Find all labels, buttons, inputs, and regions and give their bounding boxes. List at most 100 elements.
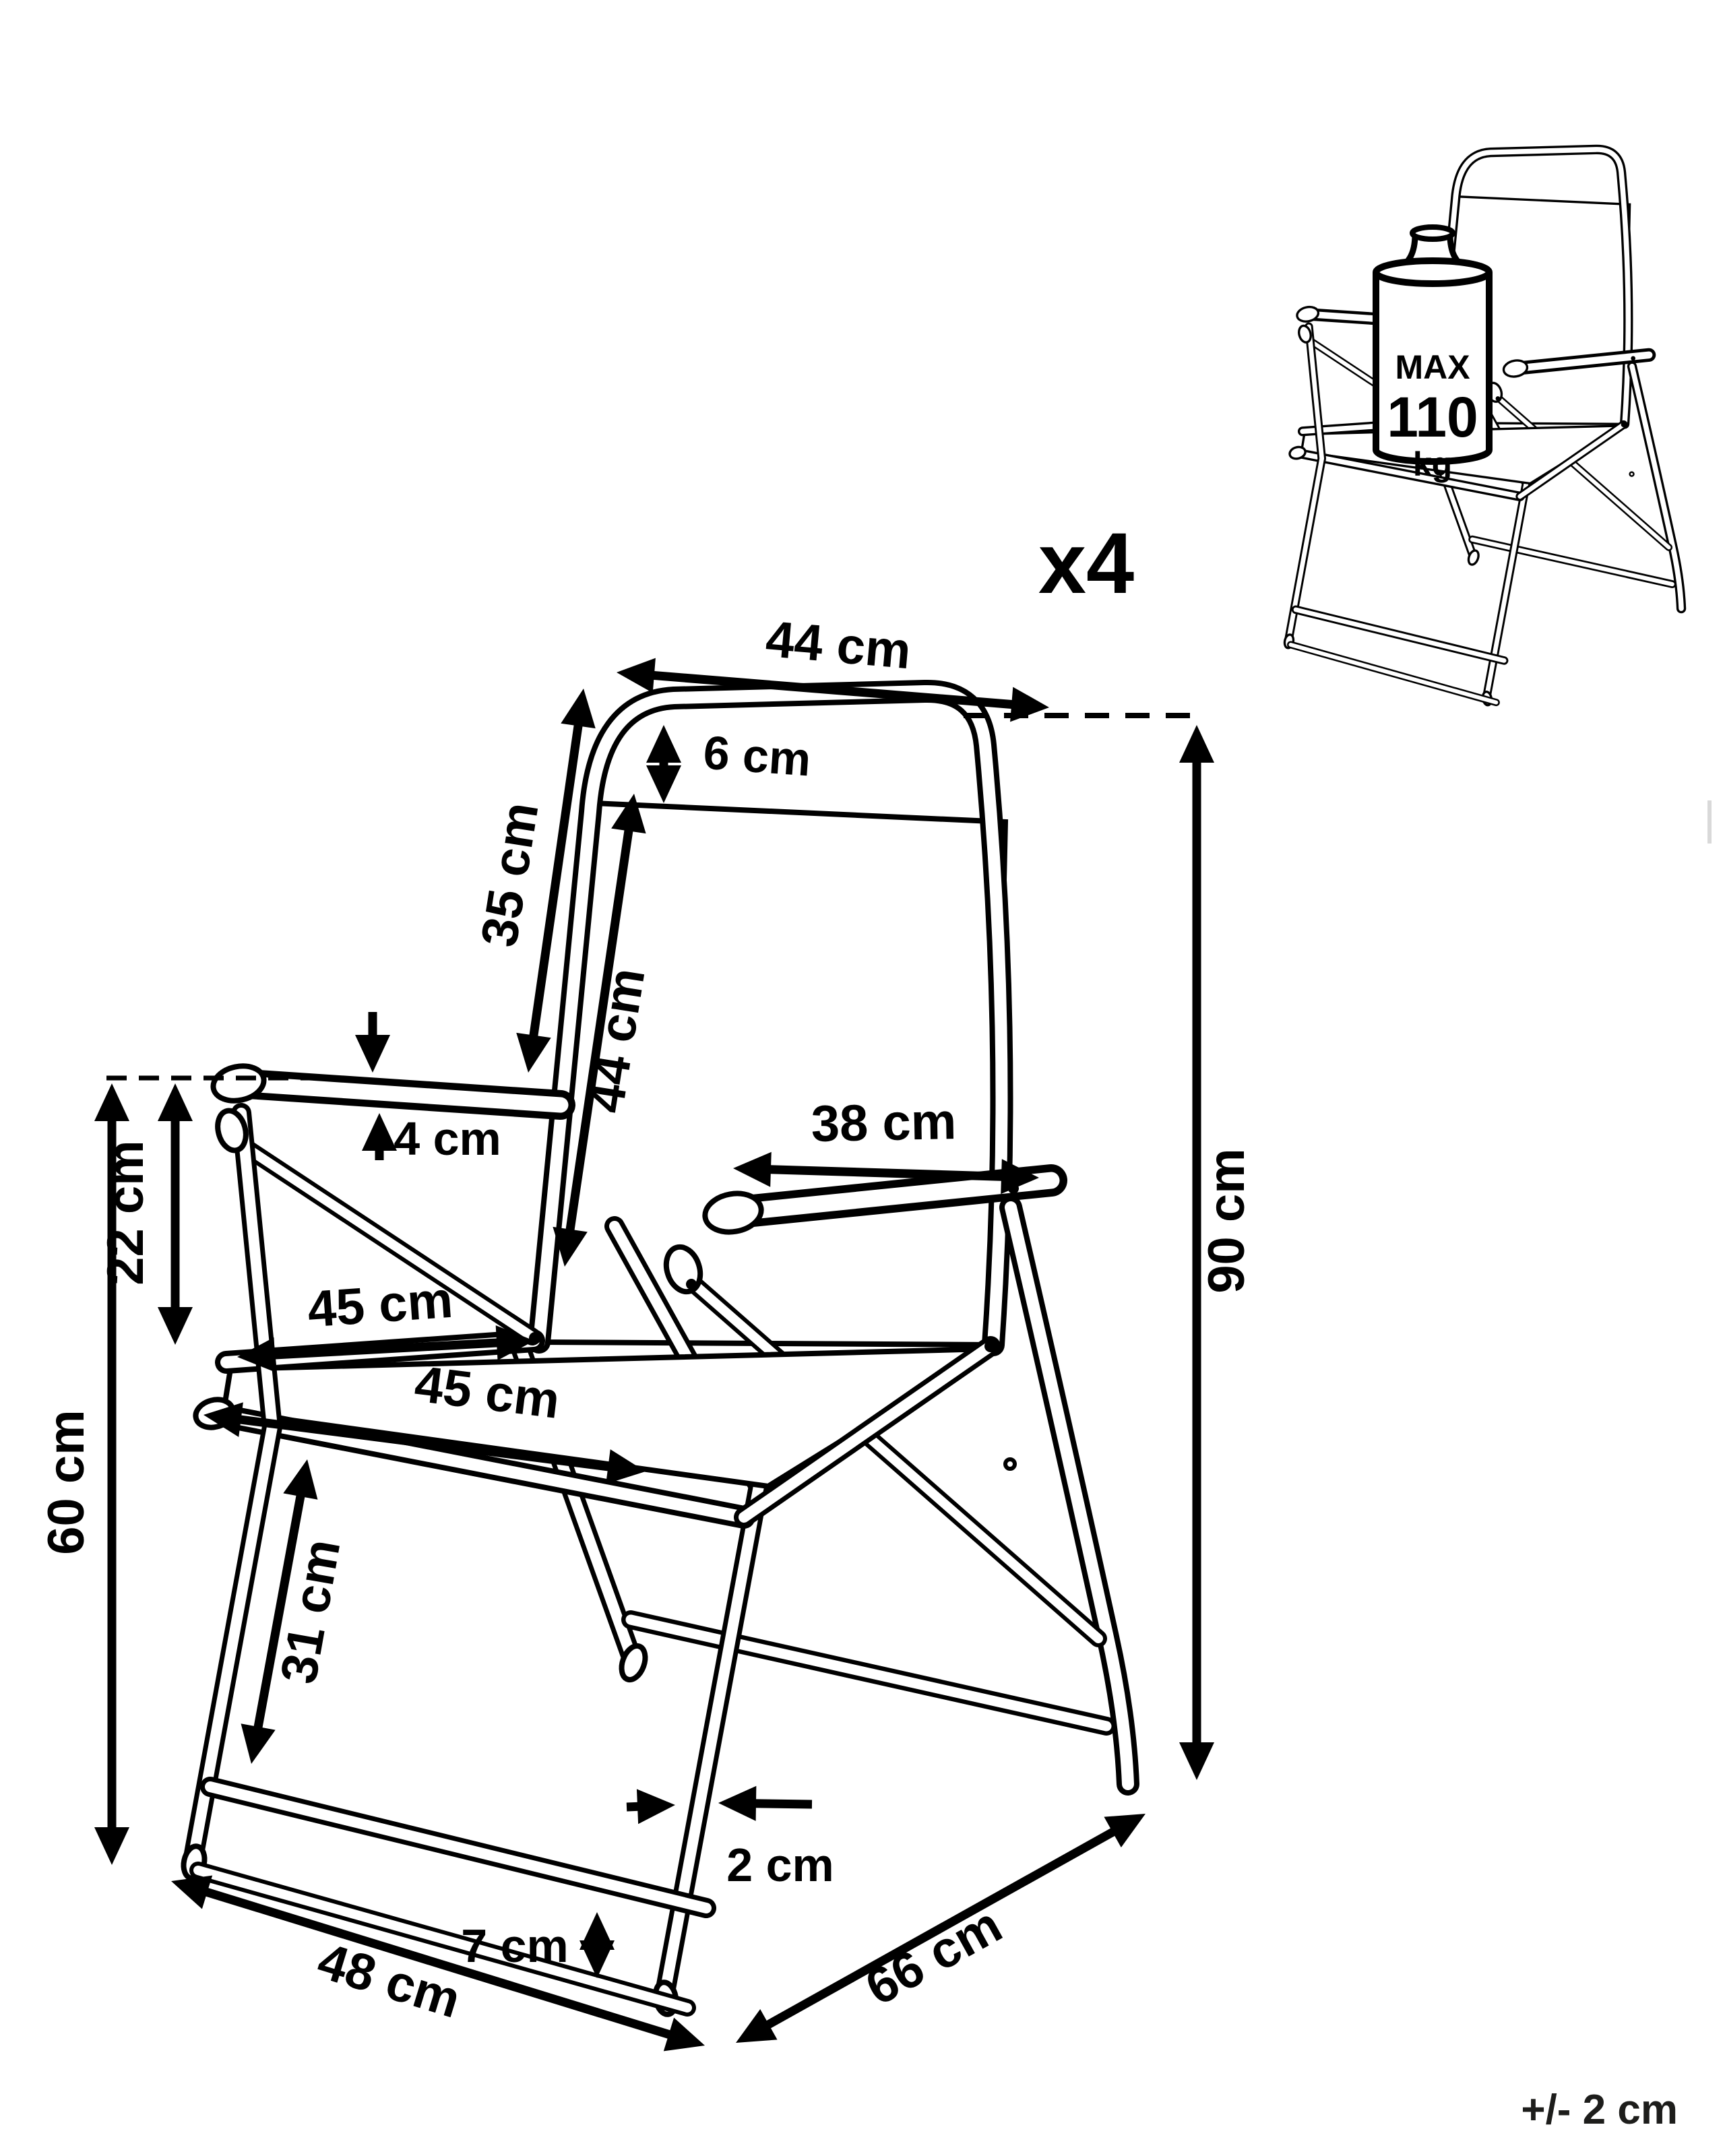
max-load-unit: kg [1413,445,1452,483]
seat-front-cap [1288,445,1307,460]
label-front-leg-length: 31 cm [270,1535,351,1688]
arrow-backrest-top-width [644,670,1022,710]
front-stretcher-core [205,1781,712,1913]
right-bracket-bolt [686,1279,697,1290]
left-fold-strut-core [230,1135,537,1341]
arrow-armrest-length-head [733,1151,772,1187]
arrow-base-depth-head [736,2008,778,2043]
arrow-armrest-to-seat-head [158,1307,193,1345]
arrow-front-leg-head [283,1459,318,1500]
rear-left-foot-cap [1467,549,1480,566]
rear-right-leg-core [1629,363,1684,611]
label-headrest-band-height: 6 cm [701,726,813,786]
right-bracket-bolt [1495,396,1501,401]
label-armrest-length: 38 cm [811,1093,957,1153]
seat-right-rail-core [739,1341,996,1523]
reference-dashed-lines [106,713,1205,1081]
rear-stretcher-core [625,1614,1112,1732]
seat-front-rail-core [1294,450,1523,499]
rear-leg-hole [1629,471,1635,477]
arrow-seat-width-head [203,1402,243,1437]
seat-right-rail-core [1517,422,1626,499]
edge-artifact [1707,800,1712,844]
arrow-headrest-band-head [646,725,681,763]
right-armrest-core [1511,351,1653,373]
arrow-armrest-floor-height-head [94,1083,129,1121]
arrow-headrest-band-head [646,765,681,803]
arrow-armrest-length [761,1164,1011,1182]
arrow-base-depth-head [1104,1814,1146,1848]
label-backrest-upper-length: 35 cm [470,798,550,951]
arrow-armrest-thick-bottom-head [362,1113,397,1151]
left-armrest-bracket [215,1108,249,1153]
main-chair-drawing [181,679,1139,2017]
left-armrest-core [230,1075,569,1113]
arrow-backrest-upper [528,716,584,1046]
label-tube-thickness: 2 cm [726,1839,834,1891]
arrow-armrest-length-head [1001,1159,1039,1195]
label-armrest-thickness: 4 cm [394,1112,501,1165]
arrow-backrest-fabric [564,821,635,1240]
right-fold-strut-core [679,1270,1103,1643]
arrow-backrest-fabric-head [553,1226,588,1267]
arrow-armrest-thick-top-head [355,1035,390,1073]
label-armrest-to-seat: 22 cm [97,1140,154,1286]
backrest-frame-core [1431,147,1631,427]
weight-shoulder [1373,257,1493,287]
right-fold-strut-core [1492,392,1671,550]
arrow-armrest-to-seat-head [158,1083,193,1121]
label-seat-depth: 45 cm [306,1271,455,1339]
max-load-word: MAX [1395,348,1470,386]
arrow-base-depth [758,1823,1123,2033]
seat-fabric [220,1345,999,1490]
arrow-backrest-fabric-head [611,794,646,834]
rear-leg-hole [1003,1457,1017,1471]
label-total-height: 90 cm [1198,1148,1255,1294]
quantity-label: x4 [1038,515,1134,612]
base-runner-core [1288,642,1499,705]
weight-body [1373,272,1493,465]
arrow-stretcher-gap-head [579,1912,615,1950]
arrow-front-leg [252,1486,307,1737]
left-armrest-cap [210,1063,267,1104]
right-armrest-cap [1502,359,1529,378]
arrow-backrest-upper-head [516,1032,551,1073]
left-armrest-cap [1296,305,1320,323]
max-load-value: 110 [1387,385,1478,449]
arrow-seat-width [230,1414,619,1473]
rear-stretcher-core [1470,537,1674,587]
right-armrest-cap [702,1191,764,1235]
arrow-base-width-head [171,1875,213,1909]
seat-rear-right-bolt [984,1340,997,1352]
right-armrest-rear-bolt [1631,356,1636,361]
rear-left-foot-cap [619,1643,648,1683]
front-stretcher-core [1293,607,1507,663]
front-left-leg-core [1286,324,1325,643]
arrow-base-width [197,1885,679,2041]
right-armrest-core [724,1172,1060,1222]
dimension-arrows [94,658,1214,2052]
max-load-weight-icon [1373,224,1493,465]
label-armrest-floor-height: 60 cm [38,1409,95,1555]
arrow-total-height-head [1179,725,1214,763]
seat-rear-right-bolt [1621,422,1627,427]
arrow-backrest-top-width-head [1010,687,1049,722]
backrest-frame-core [533,685,1008,1351]
arrow-seat-depth [265,1337,507,1360]
rear-right-leg-core [1005,1201,1134,1790]
arrow-armrest-floor-height-head [94,1827,129,1865]
arrow-seat-width-head [606,1449,646,1484]
arrow-seat-depth-head [495,1325,534,1361]
label-backrest-top-width: 44 cm [763,610,913,680]
arrow-tube-left-head [636,1789,675,1825]
arrow-tube-right-head [718,1785,757,1821]
arrow-backrest-top-width-head [617,658,656,693]
left-armrest-bracket [1298,324,1312,344]
arrow-front-leg-head [241,1723,276,1764]
arrow-backrest-upper-head [561,689,596,729]
weight-top-cap [1410,224,1455,242]
arrow-seat-depth-head [237,1337,276,1372]
tolerance-note: +/- 2 cm [1521,2087,1678,2133]
base-runner-core [193,1866,692,2012]
